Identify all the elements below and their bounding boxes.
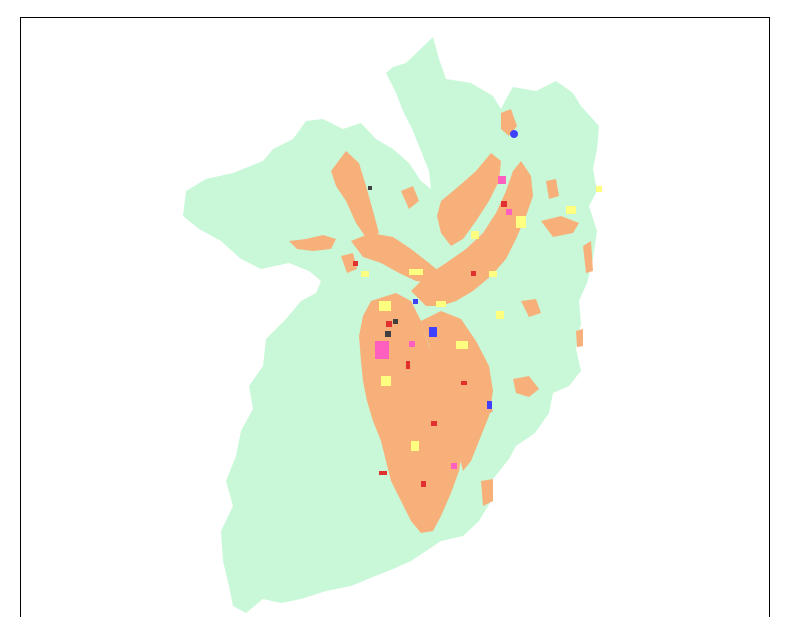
yellow-patch: [411, 441, 419, 451]
urban-patch: [421, 311, 493, 471]
urban-patch: [401, 186, 419, 209]
urban-patch: [481, 479, 493, 506]
red-patch: [421, 481, 426, 487]
magenta-patch: [498, 176, 506, 184]
red-patch: [431, 421, 437, 426]
yellow-patch: [381, 376, 391, 386]
red-patch: [379, 471, 387, 475]
yellow-patch: [566, 206, 576, 214]
urban-patch: [341, 253, 357, 273]
blue-patch: [487, 401, 492, 409]
yellow-patch: [489, 271, 497, 277]
map-frame: [20, 17, 770, 617]
yellow-patch: [471, 231, 479, 239]
urban-patch: [411, 161, 533, 306]
blue-patch: [429, 327, 437, 337]
blue-patch: [510, 130, 518, 138]
yellow-patch: [516, 216, 526, 228]
urban-patch: [501, 109, 517, 136]
dark-landuse-layer: [368, 186, 398, 337]
map-canvas[interactable]: [21, 18, 770, 617]
urban-patch: [521, 299, 541, 317]
yellow-landuse-layer: [361, 186, 602, 451]
dark-patch: [385, 331, 391, 337]
urban-patch: [437, 153, 501, 246]
urban-patch: [541, 216, 579, 237]
urban-patch: [331, 151, 379, 239]
blue-landuse-layer: [413, 130, 518, 409]
magenta-patch: [506, 209, 512, 215]
yellow-patch: [496, 311, 504, 319]
magenta-landuse-layer: [375, 176, 512, 469]
magenta-patch: [375, 341, 389, 359]
yellow-patch: [379, 301, 391, 311]
red-landuse-layer: [353, 201, 507, 487]
urban-patch: [546, 179, 559, 199]
yellow-patch: [456, 341, 468, 349]
yellow-patch: [409, 269, 423, 275]
dark-patch: [368, 186, 372, 190]
urban-patch: [471, 393, 493, 419]
red-patch: [353, 261, 358, 266]
dark-patch: [393, 319, 398, 324]
magenta-patch: [409, 341, 415, 347]
magenta-patch: [451, 463, 457, 469]
urban-patch: [576, 329, 583, 347]
urban-patch: [289, 235, 336, 251]
yellow-patch: [436, 301, 446, 307]
urban-patch: [583, 241, 593, 273]
red-patch: [406, 361, 410, 369]
red-patch: [386, 321, 392, 327]
red-patch: [471, 271, 476, 276]
red-patch: [461, 381, 467, 385]
urban-patch: [513, 376, 539, 397]
yellow-patch: [361, 271, 369, 277]
blue-patch: [413, 299, 418, 304]
yellow-patch: [596, 186, 602, 192]
red-patch: [501, 201, 507, 207]
